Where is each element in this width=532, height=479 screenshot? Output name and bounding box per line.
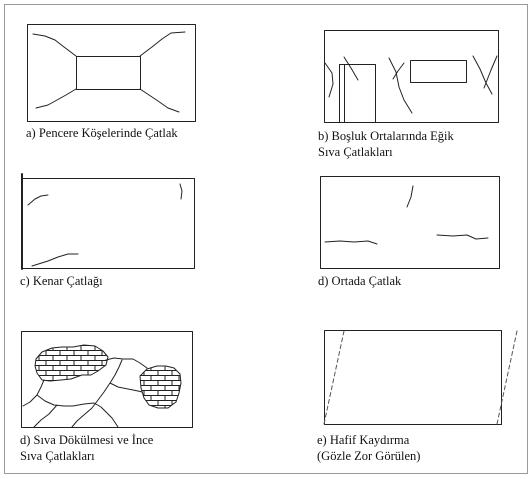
panel-b-window bbox=[410, 60, 467, 83]
panel-c-wall bbox=[21, 178, 195, 269]
caption-b-line-1: b) Boşluk Ortalarında Eğik bbox=[318, 129, 454, 143]
panel-a-window bbox=[76, 56, 141, 90]
crack-line bbox=[36, 394, 119, 428]
spalled-area-1 bbox=[34, 344, 109, 382]
caption-d: d) Ortada Çatlak bbox=[318, 273, 401, 289]
crack-line bbox=[35, 88, 77, 109]
caption-b-line-2: Sıva Çatlakları bbox=[318, 145, 393, 159]
caption-c-line-1: c) Kenar Çatlağı bbox=[20, 274, 103, 288]
panel-e-displaced-outline bbox=[323, 330, 518, 425]
caption-d2-line-2: Sıva Çatlakları bbox=[20, 449, 95, 463]
caption-a-line-1: a) Pencere Köşelerinde Çatlak bbox=[26, 126, 178, 140]
caption-e: e) Hafif Kaydırma (Gözle Zor Görülen) bbox=[317, 432, 420, 464]
caption-d2: d) Sıva Dökülmesi ve İnce Sıva Çatlaklar… bbox=[20, 432, 153, 464]
panel-d-wall bbox=[320, 176, 500, 269]
panel-d2-diagram bbox=[21, 331, 193, 428]
crack-line bbox=[324, 240, 378, 245]
crack-line bbox=[105, 357, 148, 369]
figure-frame bbox=[4, 4, 528, 474]
crack-line bbox=[27, 194, 49, 206]
caption-a: a) Pencere Köşelerinde Çatlak bbox=[26, 125, 178, 141]
caption-d-line-1: d) Ortada Çatlak bbox=[318, 274, 402, 288]
caption-b: b) Boşluk Ortalarında Eğik Sıva Çatlakla… bbox=[318, 128, 454, 160]
caption-c: c) Kenar Çatlağı bbox=[20, 273, 103, 289]
crack-line bbox=[32, 33, 77, 57]
caption-e-line-2: (Gözle Zor Görülen) bbox=[317, 449, 421, 463]
crack-line bbox=[392, 62, 405, 80]
panel-a-diagram bbox=[27, 24, 196, 122]
panel-a-wall bbox=[27, 24, 196, 122]
panel-b-wall bbox=[324, 30, 499, 123]
panel-d-diagram bbox=[320, 176, 500, 269]
panel-e-diagram bbox=[323, 330, 518, 425]
panel-b-door bbox=[339, 64, 376, 123]
panel-b-diagram bbox=[324, 30, 499, 123]
crack-line bbox=[406, 185, 414, 208]
crack-line bbox=[436, 234, 489, 240]
caption-e-line-1: e) Hafif Kaydırma bbox=[317, 433, 410, 447]
panel-c-diagram bbox=[21, 173, 195, 270]
crack-line bbox=[31, 253, 79, 267]
crack-line bbox=[343, 56, 359, 81]
crack-line bbox=[179, 183, 183, 200]
crack-line bbox=[109, 382, 143, 393]
crack-line bbox=[139, 88, 180, 113]
crack-line bbox=[324, 62, 334, 98]
panel-d2-wall bbox=[21, 331, 193, 428]
crack-line bbox=[33, 404, 58, 428]
panel-e-wall bbox=[324, 330, 502, 425]
crack-line bbox=[71, 359, 123, 428]
caption-d2-line-1: d) Sıva Dökülmesi ve İnce bbox=[20, 433, 154, 447]
crack-line bbox=[139, 31, 186, 57]
crack-line bbox=[388, 57, 413, 114]
crack-line bbox=[472, 55, 493, 95]
spalled-area-2 bbox=[139, 365, 182, 409]
crack-line bbox=[22, 379, 45, 407]
crack-line bbox=[483, 55, 498, 89]
